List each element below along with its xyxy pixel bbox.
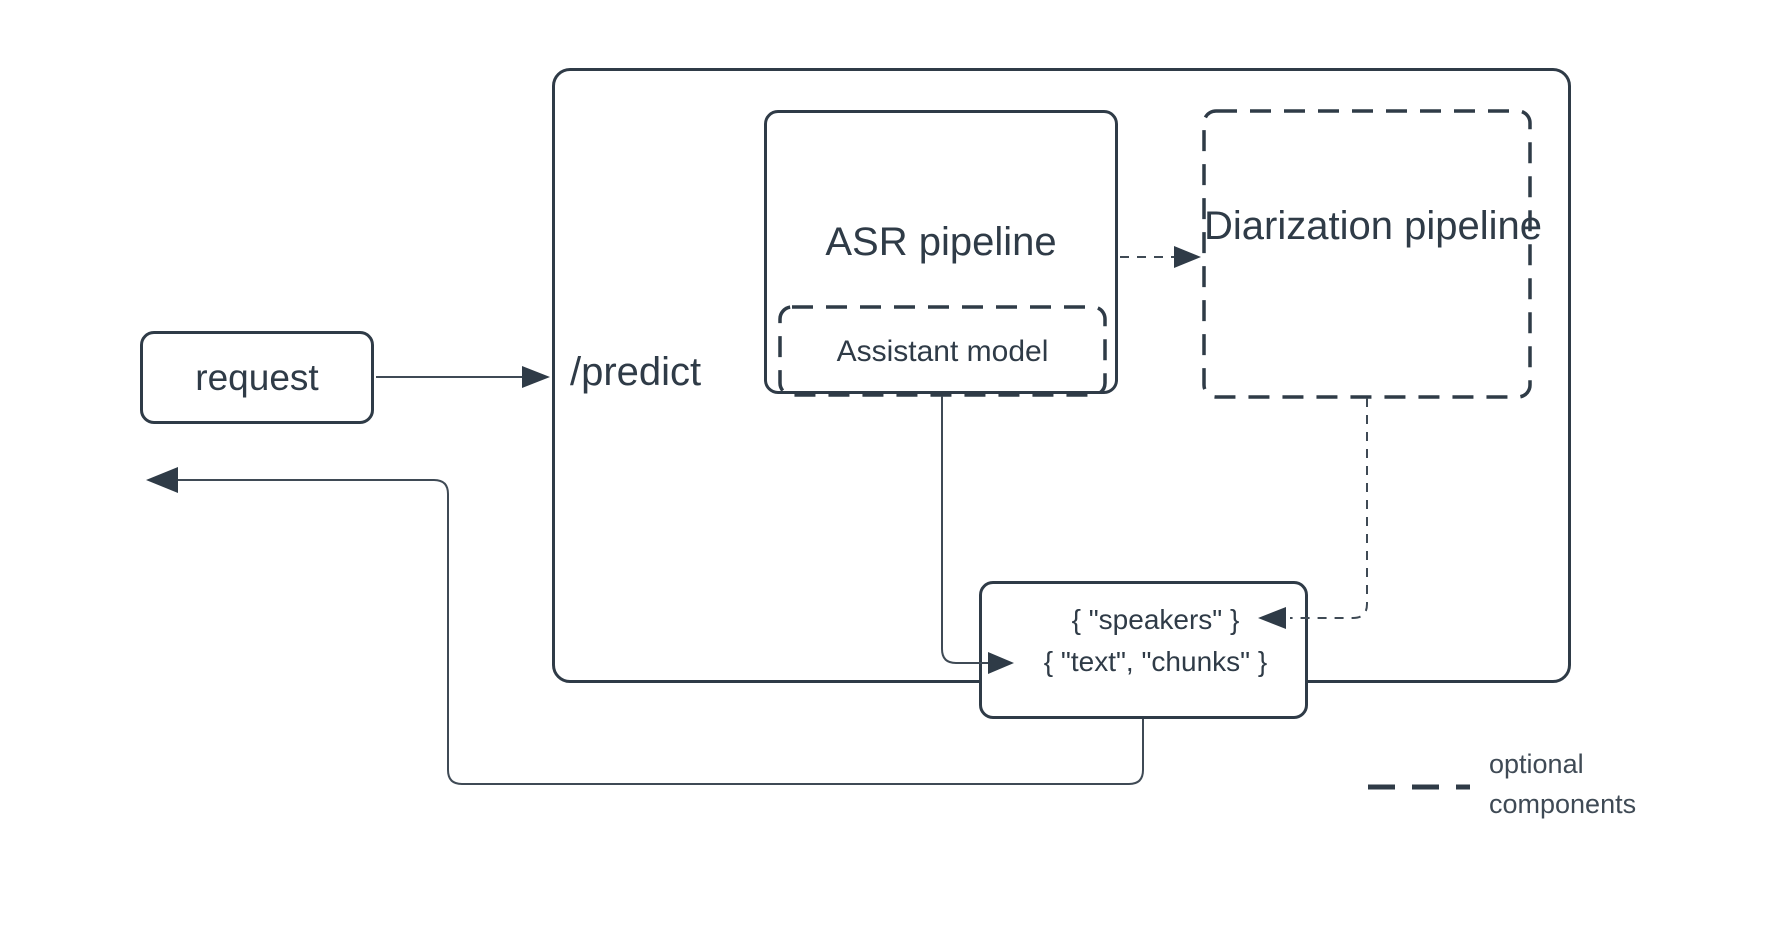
request-to-predict-arrowhead [522, 366, 550, 388]
output-speakers-label: { "speakers" } [1071, 604, 1240, 635]
output-return-arrowhead [146, 467, 178, 493]
diarization-pipeline-label: Diarization pipeline [1204, 204, 1542, 248]
output-node: { "speakers" } { "text", "chunks" } [979, 581, 1308, 719]
output-text-chunks-label: { "text", "chunks" } [1043, 646, 1268, 677]
asr-pipeline-label: ASR pipeline [825, 220, 1057, 264]
assistant-model-label: Assistant model [836, 335, 1049, 368]
request-node: request [140, 331, 374, 424]
predict-label: /predict [570, 350, 702, 394]
legend-optional-components-label: optional components [1489, 749, 1637, 819]
request-label: request [195, 356, 319, 398]
